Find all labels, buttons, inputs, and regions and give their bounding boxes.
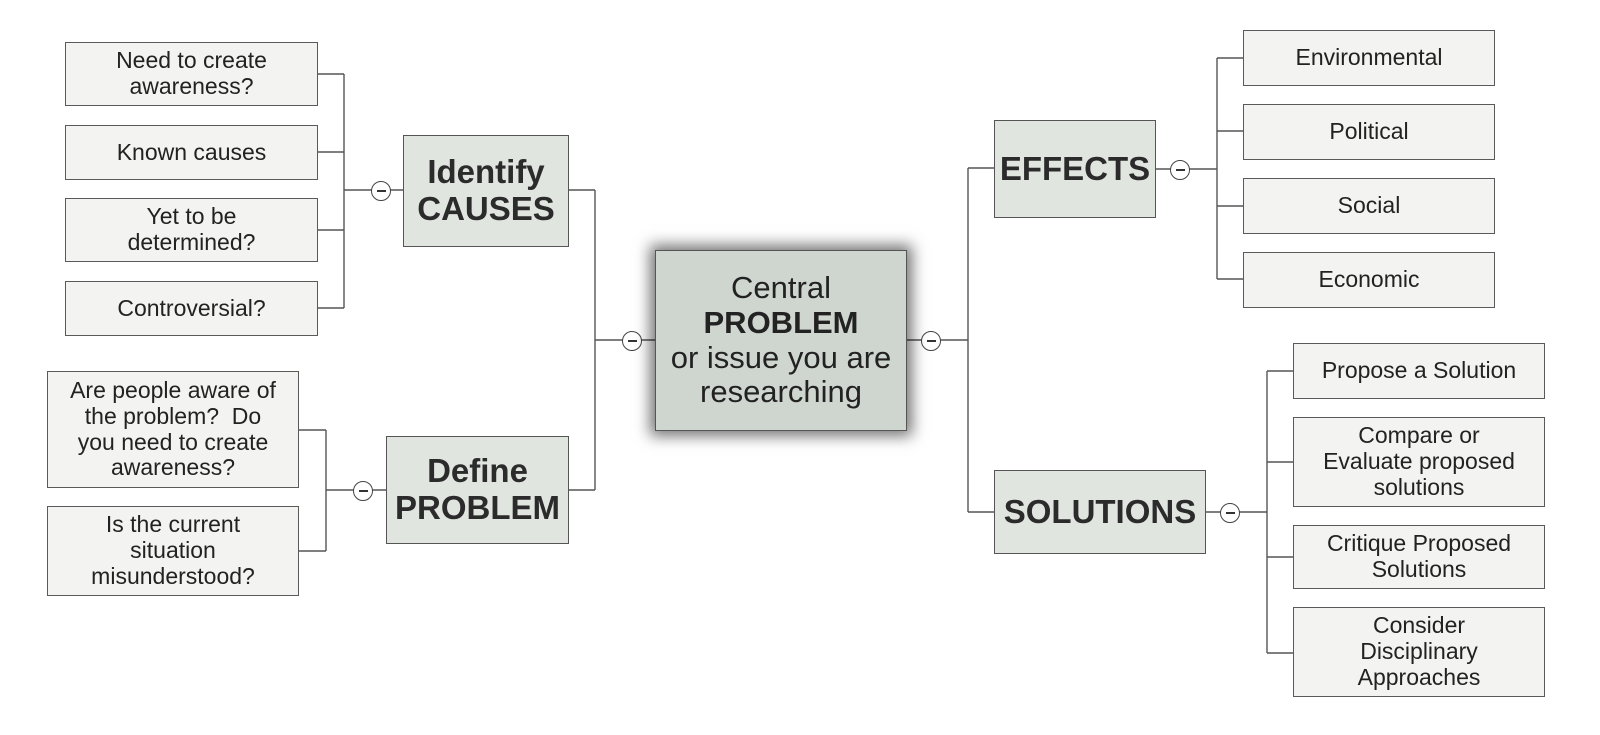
- collapse-minus-icon[interactable]: [1220, 503, 1240, 523]
- collapse-minus-icon[interactable]: [371, 181, 391, 201]
- cause-node[interactable]: Need to create awareness?: [65, 42, 318, 106]
- solution-node[interactable]: Critique Proposed Solutions: [1293, 525, 1545, 589]
- effect-node[interactable]: Environmental: [1243, 30, 1495, 86]
- define-node[interactable]: Are people aware of the problem? Do you …: [47, 371, 299, 488]
- branch-define-problem[interactable]: Define PROBLEM: [386, 436, 569, 544]
- branch-solutions[interactable]: SOLUTIONS: [994, 470, 1206, 554]
- collapse-minus-icon[interactable]: [622, 331, 642, 351]
- cause-node[interactable]: Known causes: [65, 125, 318, 180]
- solution-node[interactable]: Compare or Evaluate proposed solutions: [1293, 417, 1545, 507]
- effect-node[interactable]: Political: [1243, 104, 1495, 160]
- collapse-minus-icon[interactable]: [921, 331, 941, 351]
- collapse-minus-icon[interactable]: [1170, 160, 1190, 180]
- solution-node[interactable]: Consider Disciplinary Approaches: [1293, 607, 1545, 697]
- define-node[interactable]: Is the current situation misunderstood?: [47, 506, 299, 596]
- central-problem-node[interactable]: Central PROBLEM or issue you are researc…: [655, 250, 907, 431]
- effect-node[interactable]: Economic: [1243, 252, 1495, 308]
- cause-node[interactable]: Controversial?: [65, 281, 318, 336]
- effect-node[interactable]: Social: [1243, 178, 1495, 234]
- cause-node[interactable]: Yet to be determined?: [65, 198, 318, 262]
- branch-effects[interactable]: EFFECTS: [994, 120, 1156, 218]
- solution-node[interactable]: Propose a Solution: [1293, 343, 1545, 399]
- collapse-minus-icon[interactable]: [353, 481, 373, 501]
- branch-identify-causes[interactable]: Identify CAUSES: [403, 135, 569, 247]
